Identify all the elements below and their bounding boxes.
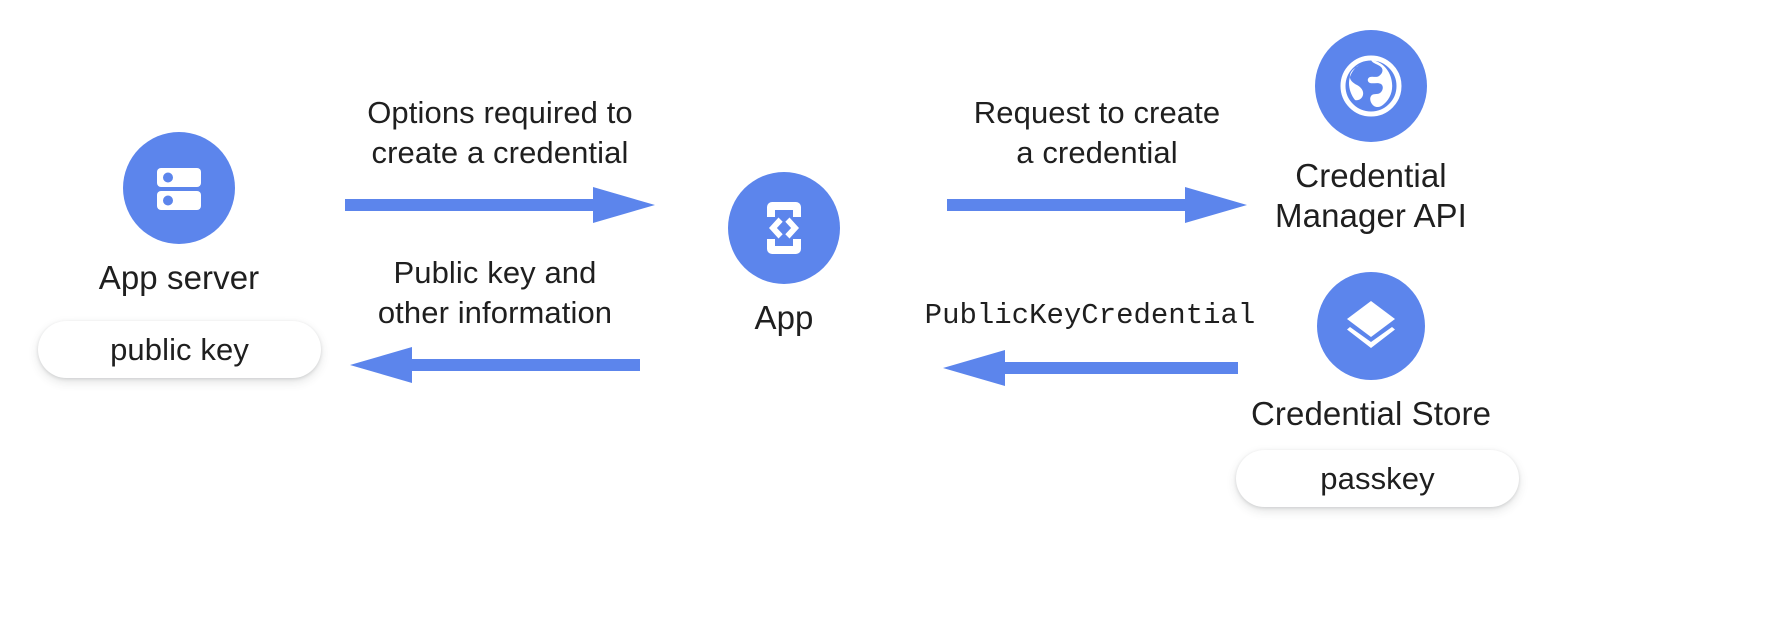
edge-label-request-to-create: Request to create a credential	[973, 95, 1221, 170]
globe-icon	[1340, 55, 1402, 117]
edge-label-options-required: Options required to create a credential	[367, 95, 633, 170]
node-app-server: App server	[29, 132, 329, 298]
node-credential-manager-api: Credential Manager API	[1221, 30, 1521, 236]
arrow-left-icon	[350, 347, 640, 383]
chip-public-key: public key	[38, 321, 321, 378]
node-credential-store: Credential Store	[1221, 272, 1521, 434]
edge-label-public-key-response: Public key and other information	[377, 255, 613, 330]
arrow-left-icon	[942, 350, 1238, 386]
mobile-code-icon	[767, 202, 801, 254]
chip-public-key-label: public key	[110, 331, 249, 367]
node-label-app: App	[754, 299, 814, 336]
node-label-credential-manager-api: Credential Manager API	[1275, 157, 1467, 234]
layers-icon	[1347, 301, 1395, 348]
node-label-credential-store: Credential Store	[1250, 395, 1492, 432]
edge-request-to-create: Request to create a credential	[932, 93, 1262, 227]
server-icon	[157, 168, 201, 210]
app-icon-circle	[728, 172, 840, 284]
app-server-icon-circle	[123, 132, 235, 244]
arrow-right-icon	[947, 187, 1247, 223]
chip-passkey: passkey	[1236, 450, 1519, 507]
credential-manager-api-icon-circle	[1315, 30, 1427, 142]
node-app: App	[634, 172, 934, 338]
credential-store-icon-circle	[1317, 272, 1425, 380]
edge-label-publickeycredential: PublicKeyCredential	[924, 299, 1256, 332]
node-label-app-server: App server	[98, 259, 260, 296]
edge-publickeycredential: PublicKeyCredential	[920, 296, 1260, 390]
edge-options-required: Options required to create a credential	[335, 93, 665, 227]
chip-passkey-label: passkey	[1320, 460, 1435, 496]
edge-public-key-response: Public key and other information	[330, 253, 660, 387]
arrow-right-icon	[345, 187, 655, 223]
